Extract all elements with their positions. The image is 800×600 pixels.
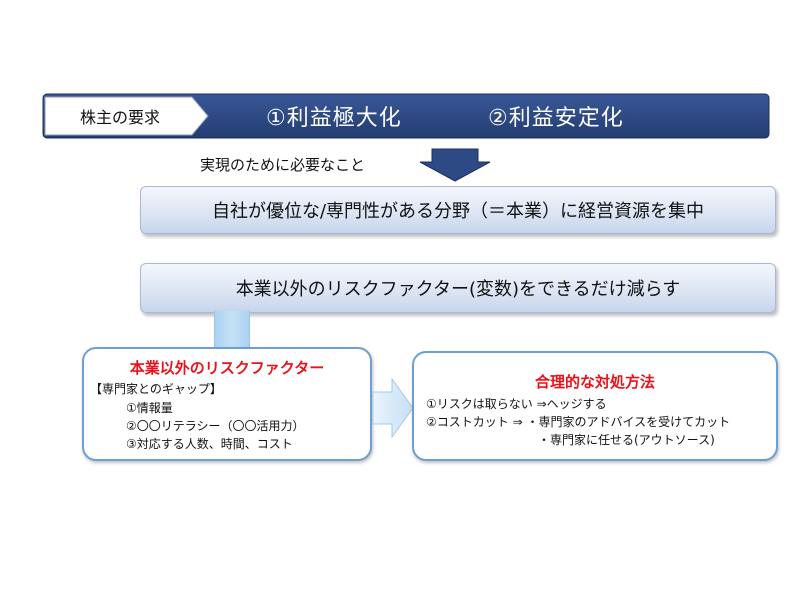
right-arrow-icon bbox=[372, 378, 414, 438]
rational-solution-title: 合理的な対処方法 bbox=[534, 373, 655, 391]
solution-hedge: ①リスクは取らない ⇒ヘッジする bbox=[426, 397, 607, 411]
risk-factor-title: 本業以外のリスクファクター bbox=[129, 359, 325, 377]
goal-maximize-profit: ①利益極大化 bbox=[266, 106, 402, 131]
risk-factor-box: 本業以外のリスクファクター 【専門家とのギャップ】 ①情報量 ②〇〇リテラシー（… bbox=[82, 347, 372, 461]
risk-item-information: ①情報量 bbox=[126, 401, 173, 415]
shareholder-demand-banner: 株主の要求 ①利益極大化 ②利益安定化 bbox=[42, 93, 770, 139]
banner-shape bbox=[42, 93, 770, 139]
rational-solution-box: 合理的な対処方法 ①リスクは取らない ⇒ヘッジする ②コストカット ⇒ ・専門家… bbox=[412, 351, 778, 461]
solution-outsource: ・専門家に任せる(アウトソース) bbox=[538, 433, 715, 447]
reduce-risk-factors-box: 本業以外のリスクファクター(変数)をできるだけ減らす bbox=[140, 263, 776, 313]
risk-item-resources: ③対応する人数、時間、コスト bbox=[126, 437, 293, 451]
risk-item-literacy: ②〇〇リテラシー（〇〇活用力） bbox=[126, 419, 305, 433]
goal-stable-profit: ②利益安定化 bbox=[488, 106, 624, 131]
down-arrow-icon bbox=[419, 148, 491, 182]
risk-factor-subtitle: 【専門家とのギャップ】 bbox=[90, 382, 222, 396]
requirement-caption: 実現のために必要なこと bbox=[200, 155, 366, 174]
focus-resources-box: 自社が優位な/専門性がある分野（＝本業）に経営資源を集中 bbox=[140, 186, 776, 234]
solution-cost-cut: ②コストカット ⇒ ・専門家のアドバイスを受けてカット bbox=[426, 415, 731, 429]
banner-label: 株主の要求 bbox=[79, 108, 160, 127]
reduce-risk-factors-text: 本業以外のリスクファクター(変数)をできるだけ減らす bbox=[235, 279, 681, 300]
connector-bar bbox=[214, 311, 250, 352]
focus-resources-text: 自社が優位な/専門性がある分野（＝本業）に経営資源を集中 bbox=[211, 201, 705, 222]
